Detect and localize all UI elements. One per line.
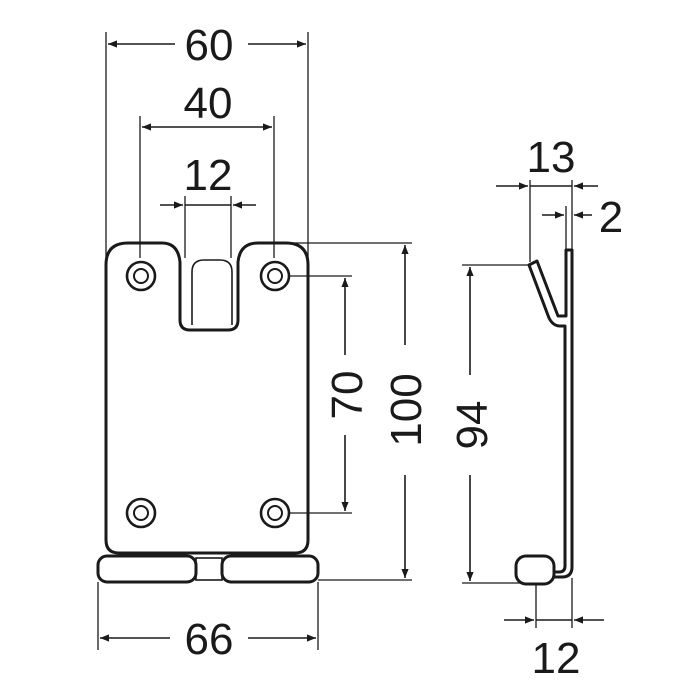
- mounting-hole: [125, 260, 157, 292]
- mounting-hole: [259, 497, 291, 529]
- dimension-label: 60: [185, 21, 234, 70]
- front-extension-lines: [97, 32, 412, 650]
- base-foot-left: [96, 554, 198, 584]
- dimension-label: 100: [382, 373, 431, 446]
- base-foot-right: [220, 554, 320, 584]
- mounting-hole: [259, 260, 291, 292]
- dimension-label: 66: [185, 615, 234, 664]
- dimension-40: 40: [142, 79, 272, 131]
- dimension-13: 13: [496, 133, 598, 190]
- dimension-94: 94: [448, 267, 497, 581]
- dimension-100: 100: [382, 245, 431, 578]
- front-view: [96, 241, 320, 584]
- hook-pad: [514, 554, 556, 586]
- dimension-2: 2: [542, 193, 623, 242]
- base-foot-center: [195, 557, 223, 581]
- side-extension-lines: [462, 180, 573, 628]
- dimension-66: 66: [100, 615, 316, 664]
- dimension-label: 70: [323, 371, 372, 420]
- dimension-12-slot: 12: [160, 151, 256, 209]
- center-tab: [191, 259, 233, 325]
- dimension-label: 40: [184, 79, 233, 128]
- dimension-12-hook: 12: [504, 616, 604, 683]
- side-view: [514, 248, 574, 586]
- dimension-60: 60: [108, 21, 306, 70]
- dimension-label: 2: [599, 193, 623, 242]
- mounting-hole: [125, 497, 157, 529]
- front-plate: [104, 241, 310, 555]
- dimension-label: 13: [527, 133, 576, 182]
- dimension-70: 70: [323, 278, 372, 511]
- dimension-label: 94: [448, 401, 497, 450]
- side-profile: [527, 248, 574, 579]
- dimension-label: 12: [184, 151, 233, 200]
- dimension-label: 12: [532, 634, 581, 683]
